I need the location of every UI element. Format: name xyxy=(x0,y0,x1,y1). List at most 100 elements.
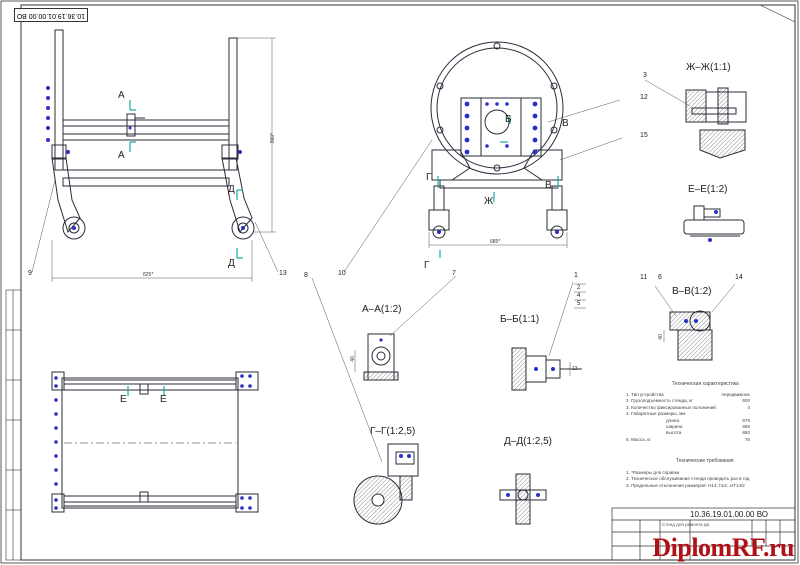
callout-2: 2 xyxy=(577,285,581,291)
section-b-parts-list xyxy=(574,283,586,309)
tech-row-value: 875 xyxy=(742,417,750,423)
section-b-bolts xyxy=(534,367,555,371)
callout-12: 12 xyxy=(640,94,648,101)
section-e-view xyxy=(683,205,745,237)
section-g-bolts xyxy=(399,454,411,458)
section-g-view xyxy=(353,443,419,525)
callout-4: 4 xyxy=(577,293,581,299)
section-title-e: Е–Е(1:2) xyxy=(688,184,728,195)
drawing-code-top: 10.36.19.01.00.00 ВО xyxy=(16,12,86,19)
tech-row: 2. Грузоподъемность стенда, кг 500 xyxy=(626,398,750,404)
cut-label-v-top: В xyxy=(562,118,569,129)
plan-view-bolts xyxy=(54,374,252,510)
callout-10: 10 xyxy=(338,270,346,277)
section-title-dd: Д–Д(1:2,5) xyxy=(504,436,553,447)
section-title-zh: Ж–Ж(1:1) xyxy=(686,62,731,73)
plan-view-cutlines xyxy=(127,386,165,396)
cut-label-a-bottom: А xyxy=(118,150,125,161)
corner-mark xyxy=(759,4,796,23)
cut-label-e-left: Е xyxy=(120,394,127,405)
section-zh-view xyxy=(644,79,747,159)
tech-row-value: 685 xyxy=(742,424,750,430)
section-title-gg: Г–Г(1:2,5) xyxy=(370,426,416,437)
tech-row-value: 4 xyxy=(747,404,750,410)
section-a-bolts xyxy=(379,338,383,342)
cut-label-v-bottom: В xyxy=(545,180,552,191)
tech-row-label: 5. Масса, кг xyxy=(626,436,651,442)
tech-row-label: длина xyxy=(666,417,680,423)
watermark-logo: DiplomRF.ru xyxy=(652,533,794,562)
cut-label-g-bottom: Г xyxy=(424,260,430,271)
callout-15: 15 xyxy=(640,132,648,139)
cut-label-d-top: Д xyxy=(228,184,235,195)
tech-row-label: ширина xyxy=(666,424,683,430)
front-view-dims xyxy=(311,99,623,463)
drawing-code-stamp: 10.36.19.01.00.00 ВО xyxy=(14,8,88,22)
section-a-view xyxy=(354,275,457,381)
tech-requirement: 3. Предельные отклонения размеров: H14; … xyxy=(626,482,745,488)
dim-width-front: 685* xyxy=(490,239,501,245)
callout-8: 8 xyxy=(304,272,308,279)
tech-row: высота 860 xyxy=(626,430,750,436)
tech-row: 5. Масса, кг 78 xyxy=(626,437,750,443)
tech-requirement: 2. Техническое обслуживание стенда прово… xyxy=(626,476,750,482)
tech-row-value: 78 xyxy=(744,436,750,442)
tech-req-heading: Технические требования xyxy=(676,458,734,464)
title-block xyxy=(611,507,796,561)
section-title-bb: Б–Б(1:1) xyxy=(500,314,540,325)
tech-row: 1. Тип устройства передвижное xyxy=(626,392,750,398)
tech-heading: Техническая характеристика xyxy=(672,381,739,387)
callout-1: 1 xyxy=(574,272,578,279)
callout-11: 11 xyxy=(640,274,648,281)
cut-label-e-right: Е xyxy=(160,394,167,405)
cut-label-a-top: А xyxy=(118,90,125,101)
callout-13: 13 xyxy=(279,270,287,277)
section-v-bolts xyxy=(684,319,698,323)
callout-6: 6 xyxy=(658,274,662,281)
tech-row: ширина 685 xyxy=(626,424,750,430)
section-v-view xyxy=(654,283,736,361)
section-d-bolts xyxy=(506,493,540,497)
side-view-bolts xyxy=(46,86,245,230)
tech-row-label: высота xyxy=(666,430,682,436)
front-view xyxy=(428,41,568,239)
tech-row-value: передвижное xyxy=(721,392,750,397)
front-view-bolts xyxy=(437,101,559,234)
dim-aa: 40 xyxy=(349,356,356,362)
title-block-code: 10.36.19.01.00.00 ВО xyxy=(690,510,769,519)
section-title-vv: В–В(1:2) xyxy=(672,286,712,297)
tech-row-label: 1. Тип устройства xyxy=(626,392,664,397)
front-view-cutlines xyxy=(437,116,559,258)
callout-14: 14 xyxy=(735,274,743,281)
cut-label-zh: Ж xyxy=(484,196,494,207)
side-view-cutlines xyxy=(129,100,243,259)
tech-row-label: 3. Количество фиксированных положений xyxy=(626,404,716,410)
section-e-bolts xyxy=(708,210,718,242)
tech-row-value: 500 xyxy=(742,398,750,404)
dim-bb: 13 xyxy=(572,366,578,372)
cut-label-g-top: Г xyxy=(426,172,432,183)
binding-strip xyxy=(5,289,22,561)
tech-row-label: 2. Грузоподъемность стенда, кг xyxy=(626,398,693,404)
sheet-inner-frame xyxy=(20,4,796,561)
plan-view xyxy=(51,371,259,513)
callout-9: 9 xyxy=(28,270,32,277)
tech-row-value: 860 xyxy=(742,430,750,436)
tech-row: 3. Количество фиксированных положений 4 xyxy=(626,405,750,411)
side-view-dims xyxy=(31,37,279,282)
section-title-aa: А–А(1:2) xyxy=(362,304,402,315)
callout-3: 3 xyxy=(643,72,647,79)
tech-requirement: 1. *Размеры для справки xyxy=(626,470,680,475)
callout-5: 5 xyxy=(577,301,581,307)
tech-row-label: 4. Габаритные размеры, мм xyxy=(626,411,686,417)
callout-7: 7 xyxy=(452,270,456,277)
cut-label-d-bottom: Д xyxy=(228,258,235,269)
dim-height-left: 860* xyxy=(270,132,277,144)
tech-row: 4. Габаритные размеры, мм xyxy=(626,411,750,417)
section-d-view xyxy=(499,473,547,525)
side-view xyxy=(51,29,255,240)
tech-row: длина 875 xyxy=(626,418,750,424)
